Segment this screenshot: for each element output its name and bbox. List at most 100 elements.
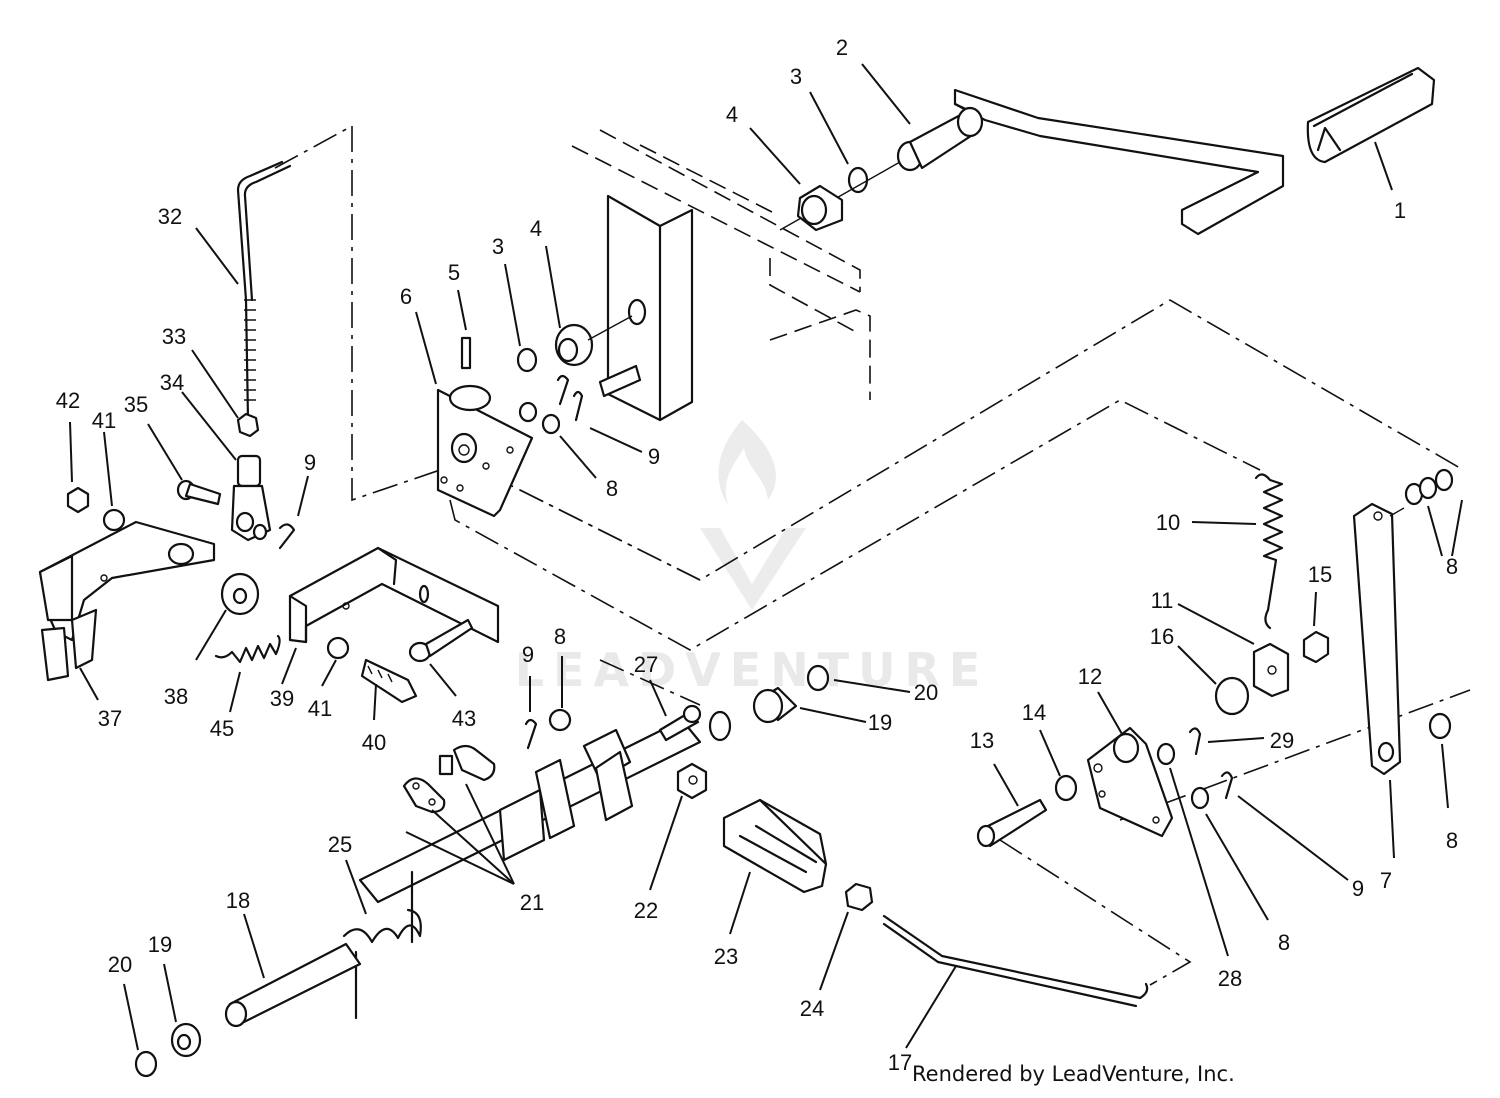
part-41-washer-lower <box>326 636 350 660</box>
part-33-nut <box>236 412 260 438</box>
part-45-spring <box>214 634 281 664</box>
part-27-pin <box>658 704 702 742</box>
callout-7: 7 <box>1380 868 1392 893</box>
callout-9-b: 9 <box>648 444 660 469</box>
part-2-pedal-arm <box>779 88 1285 236</box>
part-40-bolt <box>360 658 418 704</box>
callout-35: 35 <box>124 392 148 417</box>
callout-25: 25 <box>328 832 352 857</box>
part-3-snap-ring-mid <box>516 347 538 373</box>
part-8-washers-right <box>1404 468 1454 740</box>
rendered-by-credit: Rendered by LeadVenture, Inc. <box>912 1062 1235 1086</box>
main-shaft <box>358 710 732 904</box>
callout-41-b: 41 <box>308 696 332 721</box>
callout-19-b: 19 <box>148 932 172 957</box>
callout-8-d: 8 <box>1278 930 1290 955</box>
callout-10: 10 <box>1156 510 1180 535</box>
callout-17: 17 <box>888 1050 912 1075</box>
callout-43: 43 <box>452 706 476 731</box>
callout-8-c: 8 <box>554 624 566 649</box>
part-23-slotted-bracket <box>722 798 828 894</box>
callout-21: 21 <box>520 890 544 915</box>
part-7-arm <box>1352 502 1405 776</box>
callout-37: 37 <box>98 706 122 731</box>
part-37-lever <box>38 520 216 682</box>
part-32-rod <box>236 160 292 422</box>
part-43-bolt <box>408 618 474 663</box>
part-6-bracket <box>436 384 534 518</box>
part-38-roller <box>220 572 260 616</box>
frame-block <box>587 194 694 422</box>
part-20-ring-right <box>806 664 830 692</box>
part-35-clevis-pin <box>176 479 222 506</box>
part-4-bushing-mid <box>554 323 594 367</box>
callout-29: 29 <box>1270 728 1294 753</box>
part-9-cotter-pin-left <box>252 523 296 550</box>
part-8-washer-lower-right <box>1190 786 1210 810</box>
callout-34: 34 <box>160 370 184 395</box>
part-5-pin <box>460 336 472 370</box>
callout-23: 23 <box>714 944 738 969</box>
callout-9-d: 9 <box>1352 876 1364 901</box>
part-9-cotter-pin-center <box>524 718 538 750</box>
callout-28: 28 <box>1218 966 1242 991</box>
part-22-block <box>676 762 708 800</box>
callout-8-b: 8 <box>1446 554 1458 579</box>
callout-40: 40 <box>362 730 386 755</box>
part-17-rod <box>882 914 1149 1008</box>
callout-5: 5 <box>448 260 460 285</box>
part-20-ring-left <box>134 1050 158 1078</box>
callout-16: 16 <box>1150 624 1174 649</box>
callout-39: 39 <box>270 686 294 711</box>
part-9-cotter-pin-lower-right <box>1220 771 1234 800</box>
callout-8: 8 <box>606 476 618 501</box>
callout-4: 4 <box>726 102 738 127</box>
part-10-spring <box>1254 473 1284 630</box>
callout-33: 33 <box>162 324 186 349</box>
part-1-grip <box>1306 66 1436 164</box>
part-28-washer <box>1156 742 1176 766</box>
part-9-cotter-pin-upper <box>556 374 584 422</box>
callout-2: 2 <box>836 35 848 60</box>
part-21-links <box>402 744 496 814</box>
callout-12: 12 <box>1078 664 1102 689</box>
callout-27: 27 <box>634 652 658 677</box>
callout-15: 15 <box>1308 562 1332 587</box>
callout-13: 13 <box>970 728 994 753</box>
callout-14: 14 <box>1022 700 1046 725</box>
part-16-spacer <box>1214 676 1250 716</box>
part-29-cotter-pin <box>1188 727 1202 756</box>
callout-24: 24 <box>800 996 824 1021</box>
callout-45: 45 <box>210 716 234 741</box>
callout-11: 11 <box>1151 588 1174 613</box>
callout-20: 20 <box>914 680 938 705</box>
watermark-text: LEADVENTURE <box>515 643 990 697</box>
part-39-bracket <box>288 546 500 644</box>
callout-19: 19 <box>868 710 892 735</box>
part-18-shaft <box>224 942 362 1028</box>
part-8-washer-center <box>548 708 572 732</box>
part-42-nut <box>66 486 90 514</box>
callout-32: 32 <box>158 204 182 229</box>
part-13-bolt <box>976 798 1048 848</box>
part-19-bushing-left <box>170 1022 202 1058</box>
part-41-washer-upper <box>102 508 126 532</box>
leader-lines <box>69 63 1463 1051</box>
part-3-snap-ring-top <box>847 166 869 194</box>
part-4-bushing-top <box>796 184 844 232</box>
part-24-nut <box>844 882 874 912</box>
part-11-bracket <box>1252 642 1290 698</box>
callout-41: 41 <box>92 408 116 433</box>
callout-4-b: 4 <box>530 216 542 241</box>
part-19-bushing-right <box>752 686 798 724</box>
part-12-plate <box>1086 726 1174 838</box>
callout-3: 3 <box>790 64 802 89</box>
callout-42: 42 <box>56 388 80 413</box>
phantom-lines <box>274 125 1471 986</box>
callout-3-b: 3 <box>492 234 504 259</box>
callout-18: 18 <box>226 888 250 913</box>
callout-9: 9 <box>304 450 316 475</box>
part-8-washer-upper <box>518 401 561 435</box>
callout-20-b: 20 <box>108 952 132 977</box>
